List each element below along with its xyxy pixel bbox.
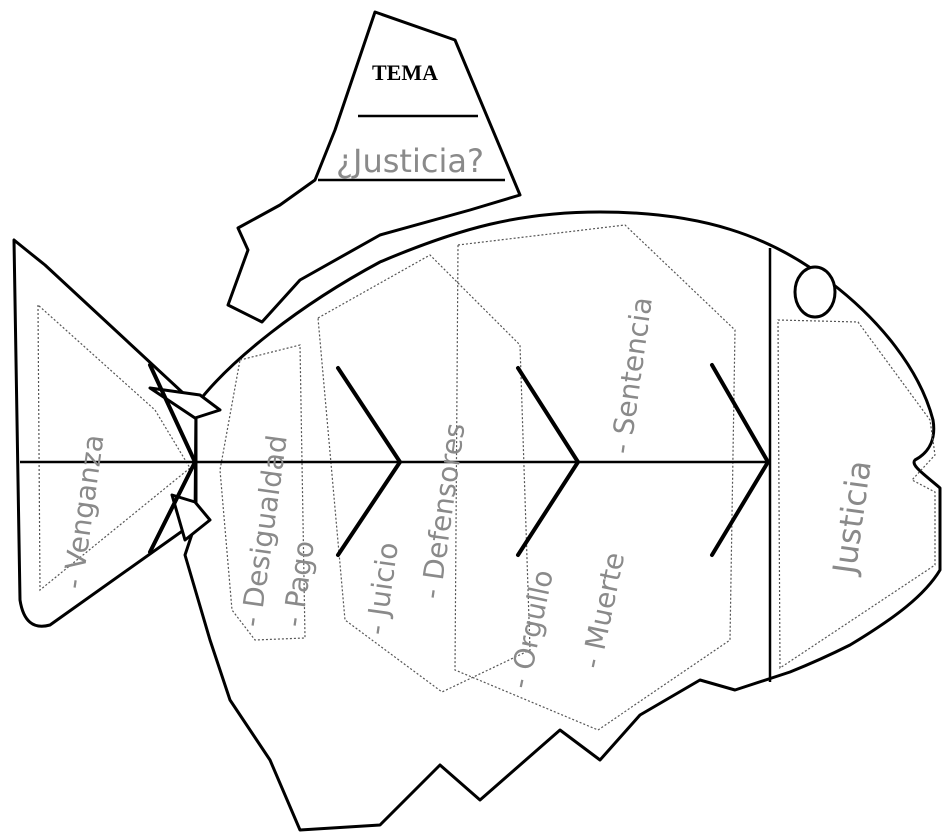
tail-fin (14, 240, 196, 626)
title-label: TEMA (372, 60, 438, 85)
fish-eye (795, 267, 835, 317)
topic-text: ¿Justicia? (336, 142, 484, 180)
